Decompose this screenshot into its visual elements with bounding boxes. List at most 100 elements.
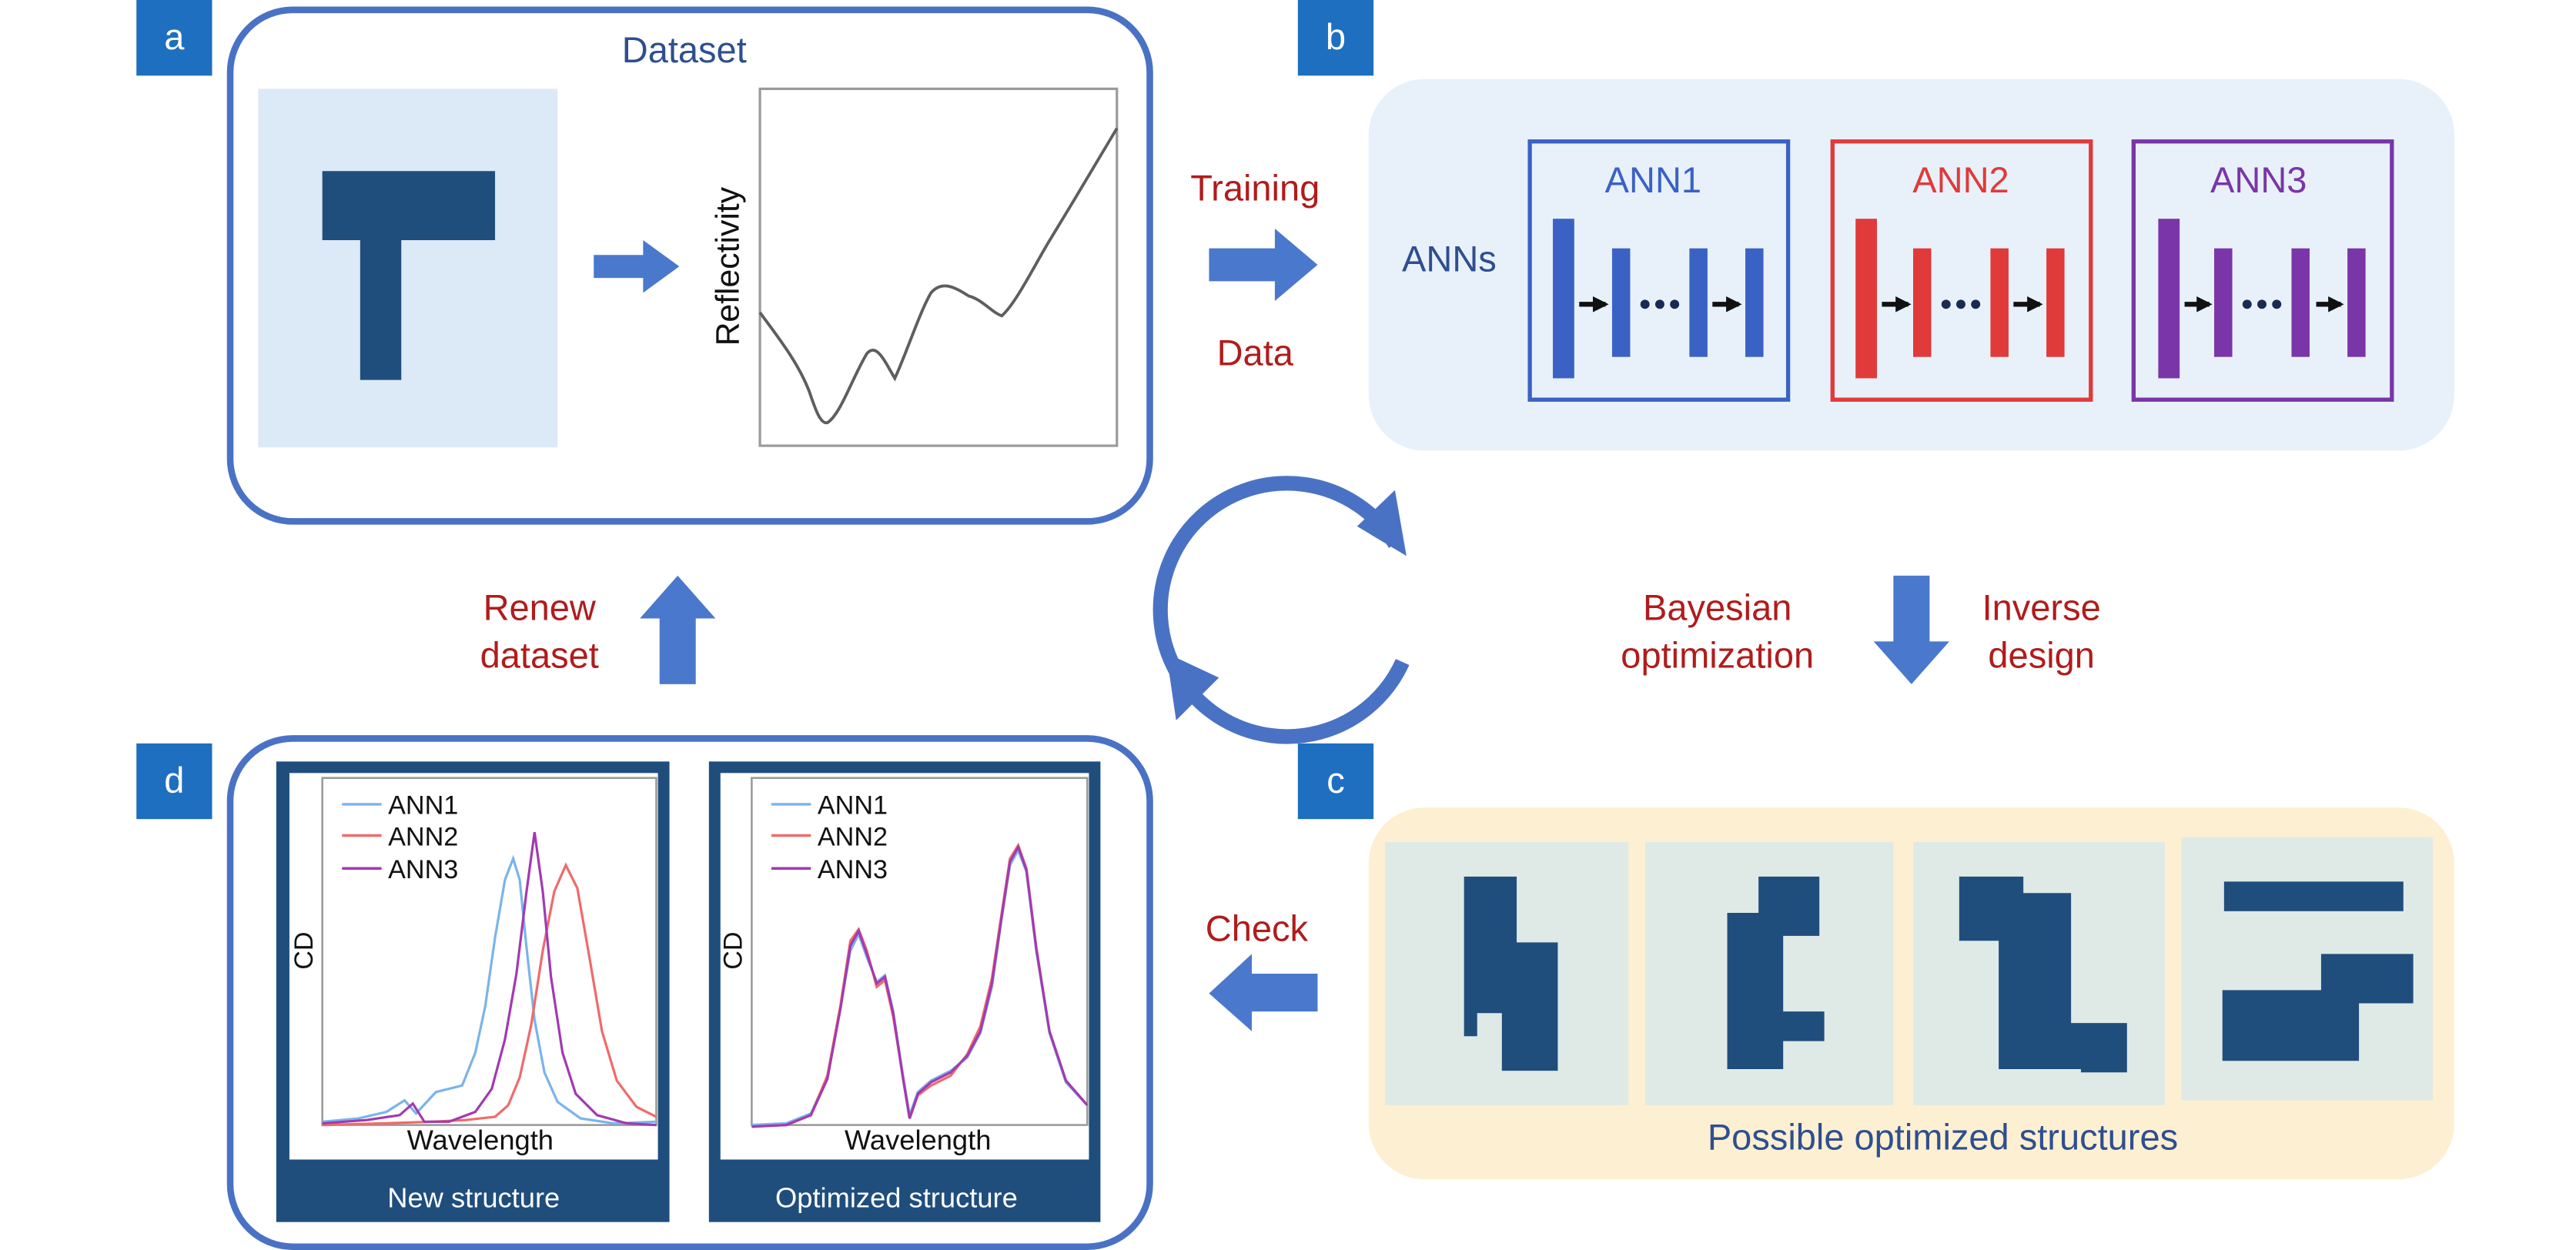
t-structure-tile [258,89,558,448]
optimized-structure-xlabel: Wavelength [845,1125,991,1156]
ann1-ellipsis-dot [1670,299,1680,309]
ann2-network: ANN2 [1830,139,2093,402]
ann2-ellipsis-dot [1955,299,1965,309]
inverse-design-arrow [1873,575,1950,684]
ann1-label: ANN1 [1605,159,1701,200]
optimized-structure-plot-area [720,773,1089,1160]
cycle-arrowhead-top [1357,490,1407,556]
panel-letter-c: c [1326,760,1345,800]
structure-shape-3 [1959,876,2127,1073]
new-structure-caption: New structure [387,1181,560,1213]
new-structure-plot: CD Wavelength ANN1 ANN2 ANN3 New structu… [276,761,670,1222]
panel-letter-a: a [164,16,185,57]
legend-label-ann2: ANN2 [388,822,458,851]
bayesian-label-line2: optimization [1621,635,1814,676]
renew-dataset-arrow [640,575,716,684]
optimized-structure-plot: CD Wavelength ANN1 ANN2 ANN3 Optimized s… [708,761,1101,1222]
ann2-ellipsis-dot [1971,299,1981,309]
optimized-structure-caption: Optimized structure [775,1181,1018,1213]
training-label: Training [1190,168,1320,209]
ann3-label: ANN3 [2210,159,2307,200]
data-label: Data [1217,332,1294,373]
new-structure-plot-area [289,773,658,1160]
ann2-hidden-layer [1990,248,2009,357]
ann3-input-layer [2158,219,2180,379]
structure-shape-4-bar [2223,881,2404,911]
panel-d: d CD Wavelength ANN1 ANN2 ANN3 New struc… [136,735,1153,1250]
check-label: Check [1206,907,1309,948]
panel-letter-d: d [164,760,184,800]
renew-label-line2: dataset [480,635,599,676]
ann3-hidden-layer [2214,248,2233,357]
inverse-design-arrow-group: Bayesian optimization Inverse design [1621,575,2101,684]
ann3-ellipsis-dot [2242,299,2252,309]
optimized-structure-axes-box [751,777,1089,1126]
ann1-hidden-layer [1611,248,1631,357]
renew-label-line1: Renew [483,587,597,628]
ann1-frame [1527,139,1791,402]
structure-to-spectrum-arrow [594,239,680,293]
panel-letter-box-a [136,0,212,76]
training-arrow [1209,229,1318,302]
structure-shape-1 [1464,876,1558,1071]
legend-label-ann3: ANN3 [818,855,888,884]
panel-a: a Dataset Reflectivity [136,0,1153,525]
panel-letter-box-d [136,743,212,820]
dataset-title: Dataset [622,29,747,70]
ann1-network: ANN1 [1527,139,1791,402]
reflectivity-plot-frame [758,87,1119,447]
panel-letter-b: b [1326,16,1346,57]
ann2-ellipsis-dot [1941,299,1951,309]
structure-shape-2 [1727,876,1825,1069]
optimized-structure-ylabel: CD [719,931,748,969]
anns-panel-bg [1368,79,2455,451]
opt-ann3-curve [751,844,1089,1128]
panel-b: b ANNs ANN1 ANN2 [1297,0,2455,451]
iteration-cycle-icon [1153,476,1410,744]
structure-shape-4-block [2222,954,2414,1061]
new-ann1-curve [322,854,657,1125]
ann3-ellipsis-dot [2272,299,2282,309]
ann2-input-layer [1855,219,1877,379]
check-arrow-group: Check [1206,907,1318,1031]
legend-label-ann1: ANN1 [818,791,888,821]
training-arrow-group: Training Data [1190,168,1320,373]
structures-caption: Possible optimized structures [1708,1117,2178,1158]
ann1-ellipsis-dot [1640,299,1650,309]
panel-letter-box-b [1297,0,1374,76]
check-arrow [1209,954,1318,1031]
ann3-ellipsis-dot [2257,299,2267,309]
legend-label-ann1: ANN1 [388,791,458,821]
reflectivity-curve [758,127,1119,425]
new-structure-axes-box [321,777,657,1126]
ann1-hidden-layer [1689,248,1708,357]
ann3-frame [2131,139,2394,402]
cycle-arrowhead-bottom [1166,653,1219,720]
ann2-label: ANN2 [1912,159,2009,200]
legend-label-ann2: ANN2 [818,822,888,851]
inverse-design-label-line2: design [1988,635,2095,676]
ann2-output-layer [2046,248,2065,357]
ann1-input-layer [1553,219,1574,379]
cycle-arc-left [1153,476,1410,744]
legend-label-ann3: ANN3 [388,855,458,884]
ann1-output-layer [1745,248,1764,357]
anns-side-label: ANNs [1402,239,1497,279]
inverse-design-label-line1: Inverse [1982,587,2101,628]
new-structure-xlabel: Wavelength [407,1125,554,1156]
panel-letter-box-c [1297,743,1374,820]
bayesian-label-line1: Bayesian [1643,587,1791,628]
new-ann3-curve [322,832,657,1127]
ann3-network: ANN3 [2131,139,2394,402]
panel-c: c Possible optimized structures [1297,743,2455,1180]
ann2-frame [1830,139,2093,402]
new-structure-ylabel: CD [289,931,319,969]
ann1-ellipsis-dot [1654,299,1664,309]
reflectivity-axis-label: Reflectivity [709,186,746,346]
ann2-hidden-layer [1913,248,1932,357]
ann3-output-layer [2347,248,2366,357]
t-shaped-structure [322,171,496,380]
ann3-hidden-layer [2291,248,2310,357]
